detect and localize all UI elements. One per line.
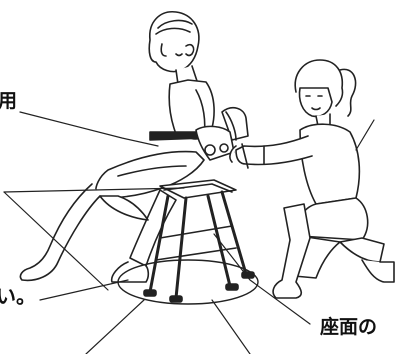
callout-line-seat [3, 187, 185, 193]
callout-line-top-left [19, 111, 159, 147]
callout-line-bottom-b [211, 299, 251, 355]
callout-line-bottom-a [85, 299, 145, 355]
callout-line-caregiver [355, 119, 375, 151]
chair-feet-highlight-ellipse [117, 259, 259, 305]
caregiver-figure [229, 59, 395, 299]
callout-lines [3, 111, 375, 355]
callout-line-bottom-left [39, 279, 129, 301]
callout-label-bottom-left: い。 [0, 286, 36, 306]
seated-man-figure [19, 11, 215, 283]
callout-line-diagonal [3, 191, 109, 291]
callout-label-bottom-right: 座面の [320, 316, 378, 338]
callout-label-top-left: 用 [0, 90, 18, 112]
callout-line-bottom-right [213, 233, 311, 325]
shower-chair-figure [143, 106, 255, 303]
